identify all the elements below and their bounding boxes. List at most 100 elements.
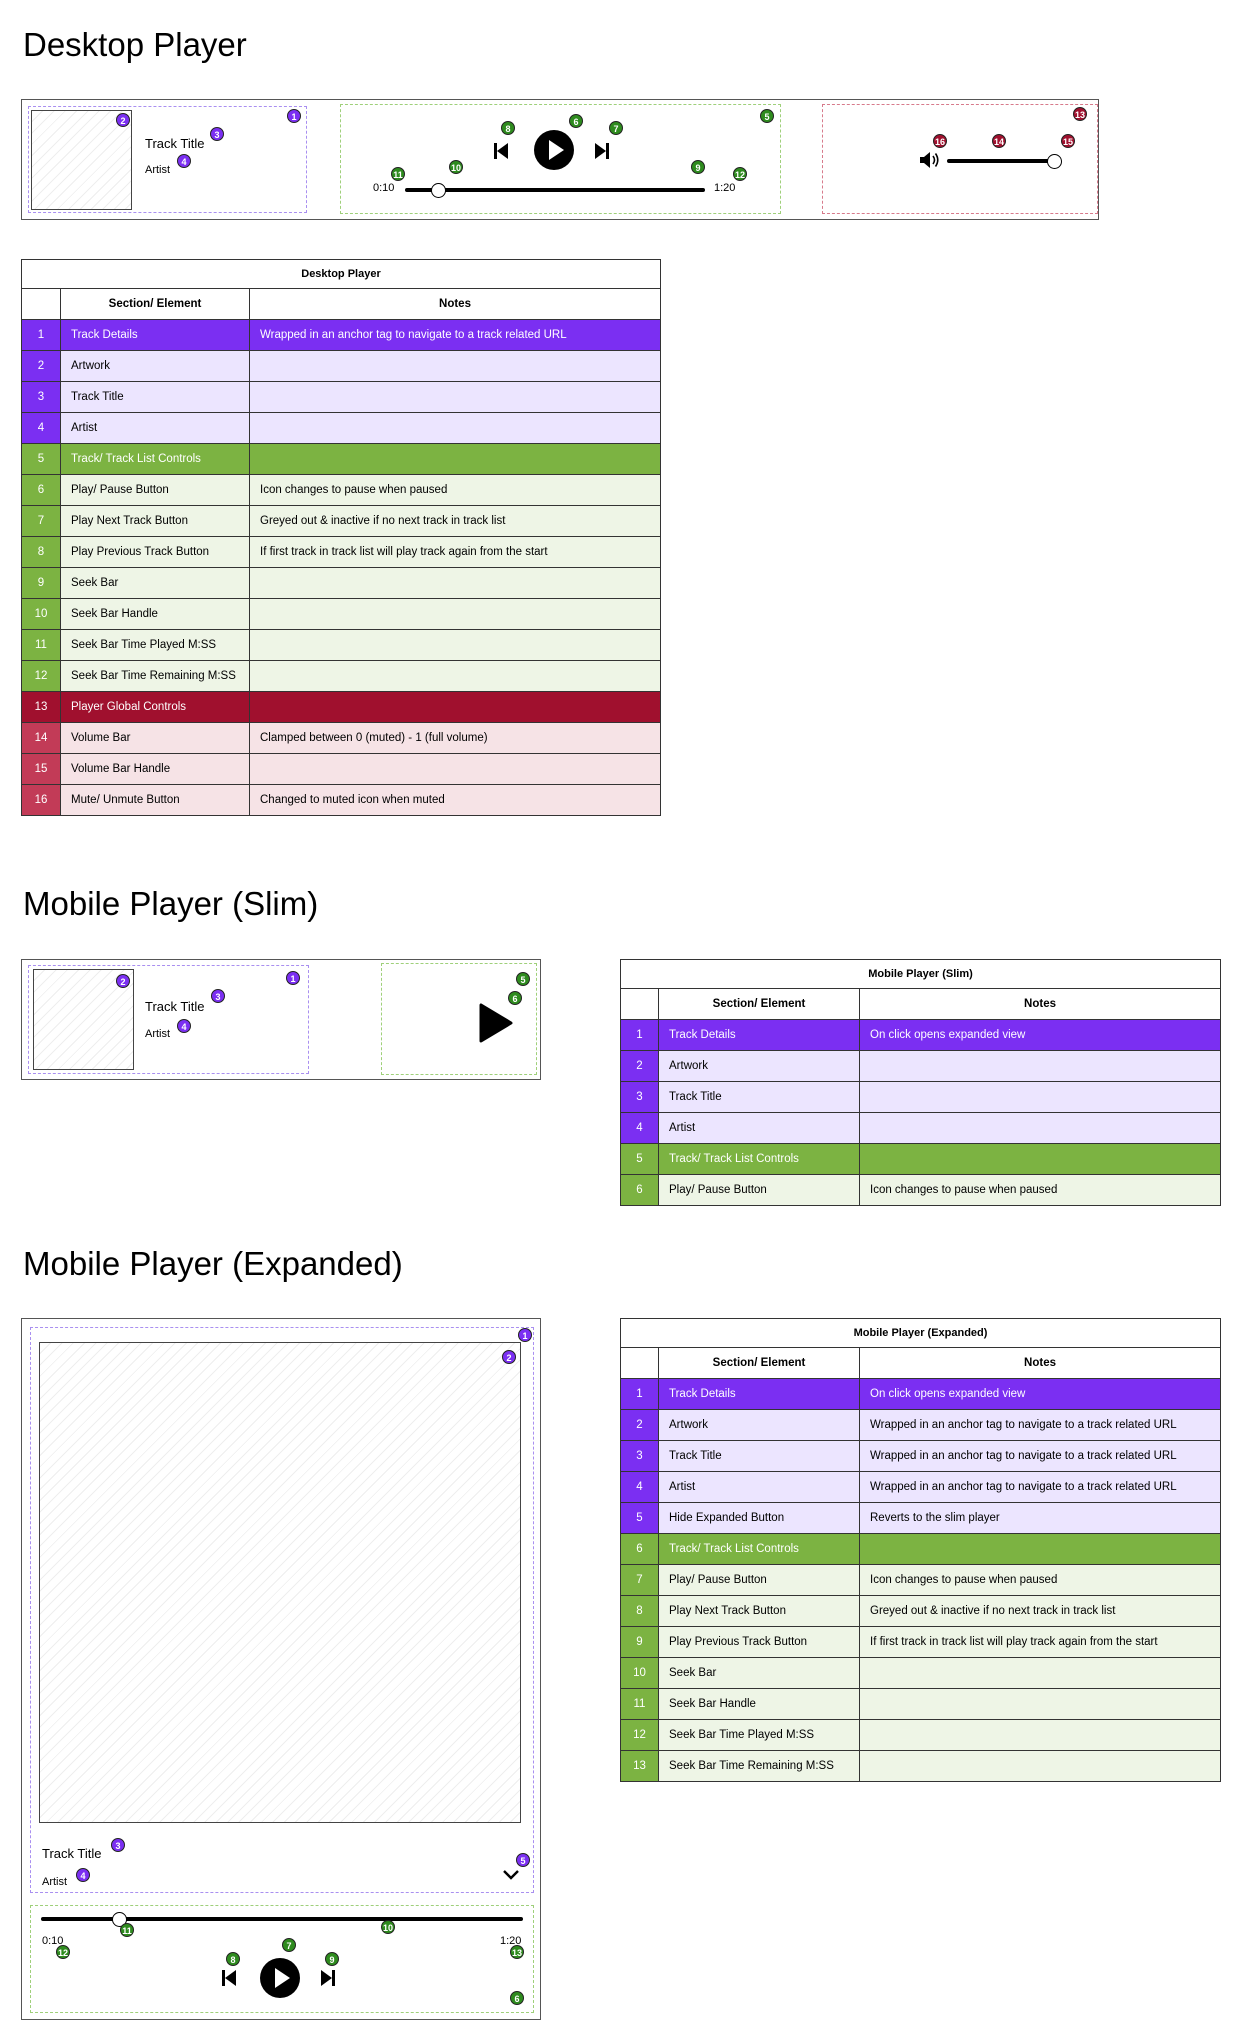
badge-7: 7 [609, 121, 623, 135]
header-section: Section/ Element [60, 288, 250, 320]
row-notes: Icon changes to pause when paused [858, 1564, 1222, 1596]
row-element: Seek Bar Handle [658, 1688, 860, 1720]
row-number: 8 [620, 1595, 659, 1627]
skip-next-icon[interactable] [320, 1969, 336, 1987]
badge-5: 5 [516, 972, 530, 986]
row-notes: Greyed out & inactive if no next track i… [249, 505, 661, 537]
skip-next-icon[interactable] [594, 142, 610, 160]
badge-13: 13 [510, 1945, 524, 1959]
header-num [620, 988, 659, 1020]
row-notes [249, 753, 661, 785]
badge-9: 9 [325, 1952, 339, 1966]
row-notes [249, 350, 661, 382]
artwork[interactable] [39, 1342, 521, 1823]
track-details-region[interactable]: Track Title Artist 1 2 3 4 [28, 106, 307, 213]
row-number: 6 [620, 1533, 659, 1565]
badge-1: 1 [518, 1328, 532, 1342]
row-element: Track Title [658, 1081, 860, 1113]
row-notes: On click opens expanded view [858, 1378, 1222, 1410]
row-notes: Icon changes to pause when paused [249, 474, 661, 506]
row-element: Seek Bar [60, 567, 250, 599]
row-notes [249, 691, 661, 723]
track-details-region[interactable]: Track Title Artist 1 2 3 4 [28, 965, 309, 1074]
badge-7: 7 [282, 1938, 296, 1952]
skip-previous-icon[interactable] [493, 142, 509, 160]
row-element: Play Next Track Button [658, 1595, 860, 1627]
row-element: Track Title [658, 1440, 860, 1472]
volume-bar[interactable] [947, 159, 1053, 163]
skip-previous-icon[interactable] [221, 1969, 237, 1987]
play-icon[interactable] [259, 1957, 301, 1999]
row-notes [249, 660, 661, 692]
row-notes: Clamped between 0 (muted) - 1 (full volu… [249, 722, 661, 754]
row-notes [858, 1112, 1222, 1144]
slim-player-heading: Mobile Player (Slim) [23, 885, 319, 922]
artist-name[interactable]: Artist [145, 1028, 171, 1040]
row-element: Play/ Pause Button [658, 1564, 860, 1596]
row-number: 2 [620, 1409, 659, 1441]
row-element: Hide Expanded Button [658, 1502, 860, 1534]
badge-16: 16 [933, 134, 947, 148]
badge-5: 5 [760, 109, 774, 123]
header-section: Section/ Element [658, 988, 860, 1020]
row-number: 5 [620, 1502, 659, 1534]
row-number: 12 [620, 1719, 659, 1751]
row-number: 7 [620, 1564, 659, 1596]
track-details-region[interactable]: Track Title Artist 1 2 3 4 5 [30, 1327, 534, 1893]
row-notes [858, 1688, 1222, 1720]
row-number: 6 [21, 474, 61, 506]
artist-name[interactable]: Artist [145, 164, 171, 176]
row-element: Artist [658, 1112, 860, 1144]
seek-bar[interactable] [41, 1917, 523, 1921]
seek-bar-handle[interactable] [431, 183, 446, 198]
play-icon[interactable] [533, 129, 575, 171]
row-notes: Changed to muted icon when muted [249, 784, 661, 816]
badge-8: 8 [226, 1952, 240, 1966]
time-remaining: 1:20 [500, 1935, 522, 1947]
row-element: Play Previous Track Button [658, 1626, 860, 1658]
track-title[interactable]: Track Title [145, 999, 205, 1014]
volume-icon[interactable] [919, 151, 941, 169]
artwork[interactable] [31, 110, 132, 210]
seek-bar[interactable] [405, 188, 705, 192]
row-element: Play Next Track Button [60, 505, 250, 537]
row-number: 11 [21, 629, 61, 661]
badge-9: 9 [691, 160, 705, 174]
track-title[interactable]: Track Title [42, 1846, 102, 1861]
play-icon[interactable] [478, 1003, 514, 1043]
artist-name[interactable]: Artist [42, 1876, 68, 1888]
row-number: 9 [21, 567, 61, 599]
row-element: Track Details [658, 1378, 860, 1410]
track-title[interactable]: Track Title [145, 136, 205, 151]
desktop-player-mockup: Track Title Artist 1 2 3 4 0:10 1:20 5 6… [21, 99, 1099, 220]
row-notes: Wrapped in an anchor tag to navigate to … [249, 319, 661, 351]
volume-bar-handle[interactable] [1047, 154, 1062, 169]
row-notes: If first track in track list will play t… [249, 536, 661, 568]
header-notes: Notes [249, 288, 661, 320]
badge-12: 12 [733, 167, 747, 181]
badge-2: 2 [116, 113, 130, 127]
row-number: 4 [620, 1471, 659, 1503]
chevron-down-icon[interactable] [502, 1869, 520, 1881]
row-number: 4 [620, 1112, 659, 1144]
row-notes [249, 598, 661, 630]
track-controls-region: 5 6 [381, 963, 537, 1075]
row-number: 12 [21, 660, 61, 692]
row-element: Artwork [60, 350, 250, 382]
row-number: 9 [620, 1626, 659, 1658]
row-element: Mute/ Unmute Button [60, 784, 250, 816]
